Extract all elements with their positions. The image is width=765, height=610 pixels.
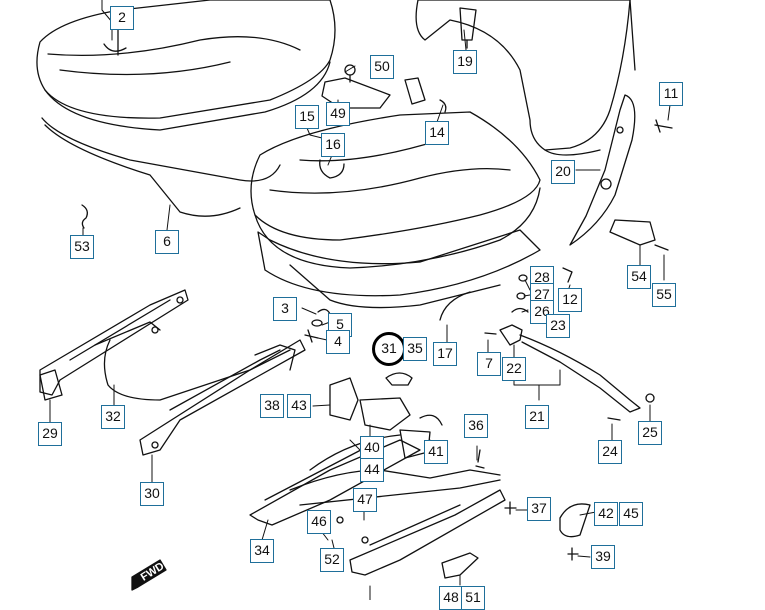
part-label-14[interactable]: 14 xyxy=(425,121,449,145)
part-35-cap xyxy=(385,372,413,386)
seat-cushion-main xyxy=(250,111,541,321)
part-label-26[interactable]: 26 xyxy=(530,300,554,324)
part-label-20[interactable]: 20 xyxy=(551,160,575,184)
part-label-51[interactable]: 51 xyxy=(461,586,485,610)
part-label-4[interactable]: 4 xyxy=(326,330,350,354)
part-label-34[interactable]: 34 xyxy=(250,539,274,563)
part-label-22[interactable]: 22 xyxy=(502,357,526,381)
part-label-21[interactable]: 21 xyxy=(525,405,549,429)
part-label-52[interactable]: 52 xyxy=(320,548,344,572)
part-label-3[interactable]: 3 xyxy=(273,297,297,321)
part-label-50[interactable]: 50 xyxy=(370,55,394,79)
recliner-bracket xyxy=(569,94,673,246)
part-label-25[interactable]: 25 xyxy=(638,421,662,445)
part-label-38[interactable]: 38 xyxy=(260,394,284,418)
seat-cushion-rear xyxy=(36,0,336,217)
part-label-49[interactable]: 49 xyxy=(326,102,350,126)
seat-back xyxy=(415,0,636,156)
small-fasteners-left xyxy=(304,308,331,343)
clip-53 xyxy=(81,204,88,229)
part-label-36[interactable]: 36 xyxy=(464,414,488,438)
part-label-11[interactable]: 11 xyxy=(659,82,683,106)
part-label-30[interactable]: 30 xyxy=(140,482,164,506)
part-label-37[interactable]: 37 xyxy=(527,497,551,521)
fwd-arrow xyxy=(131,559,167,591)
part-label-16[interactable]: 16 xyxy=(321,133,345,157)
part-label-31[interactable]: 31 xyxy=(381,340,397,356)
part-label-41[interactable]: 41 xyxy=(424,440,448,464)
part-label-47[interactable]: 47 xyxy=(353,488,377,512)
part-label-46[interactable]: 46 xyxy=(307,510,331,534)
part-label-35[interactable]: 35 xyxy=(403,337,427,361)
part-label-12[interactable]: 12 xyxy=(558,288,582,312)
part-label-45[interactable]: 45 xyxy=(619,502,643,526)
part-label-29[interactable]: 29 xyxy=(38,422,62,446)
bolts-lower-right xyxy=(441,501,591,579)
part-label-43[interactable]: 43 xyxy=(287,394,311,418)
part-label-39[interactable]: 39 xyxy=(591,545,615,569)
part-label-7[interactable]: 7 xyxy=(477,352,501,376)
part-label-42[interactable]: 42 xyxy=(594,502,618,526)
part-label-40[interactable]: 40 xyxy=(360,436,384,460)
part-label-54[interactable]: 54 xyxy=(627,265,651,289)
part-label-19[interactable]: 19 xyxy=(453,50,477,74)
part-label-15[interactable]: 15 xyxy=(295,105,319,129)
part-label-44[interactable]: 44 xyxy=(360,458,384,482)
left-seat-track xyxy=(39,289,306,456)
part-label-23[interactable]: 23 xyxy=(546,314,570,338)
part-label-32[interactable]: 32 xyxy=(101,405,125,429)
part-label-55[interactable]: 55 xyxy=(652,283,676,307)
part-label-6[interactable]: 6 xyxy=(155,230,179,254)
part-label-2[interactable]: 2 xyxy=(110,6,134,30)
center-seat-track xyxy=(249,377,506,576)
part-label-24[interactable]: 24 xyxy=(598,440,622,464)
side-bracket xyxy=(609,219,669,251)
part-label-17[interactable]: 17 xyxy=(433,342,457,366)
part-label-53[interactable]: 53 xyxy=(70,235,94,259)
hinge-plates xyxy=(321,64,447,113)
